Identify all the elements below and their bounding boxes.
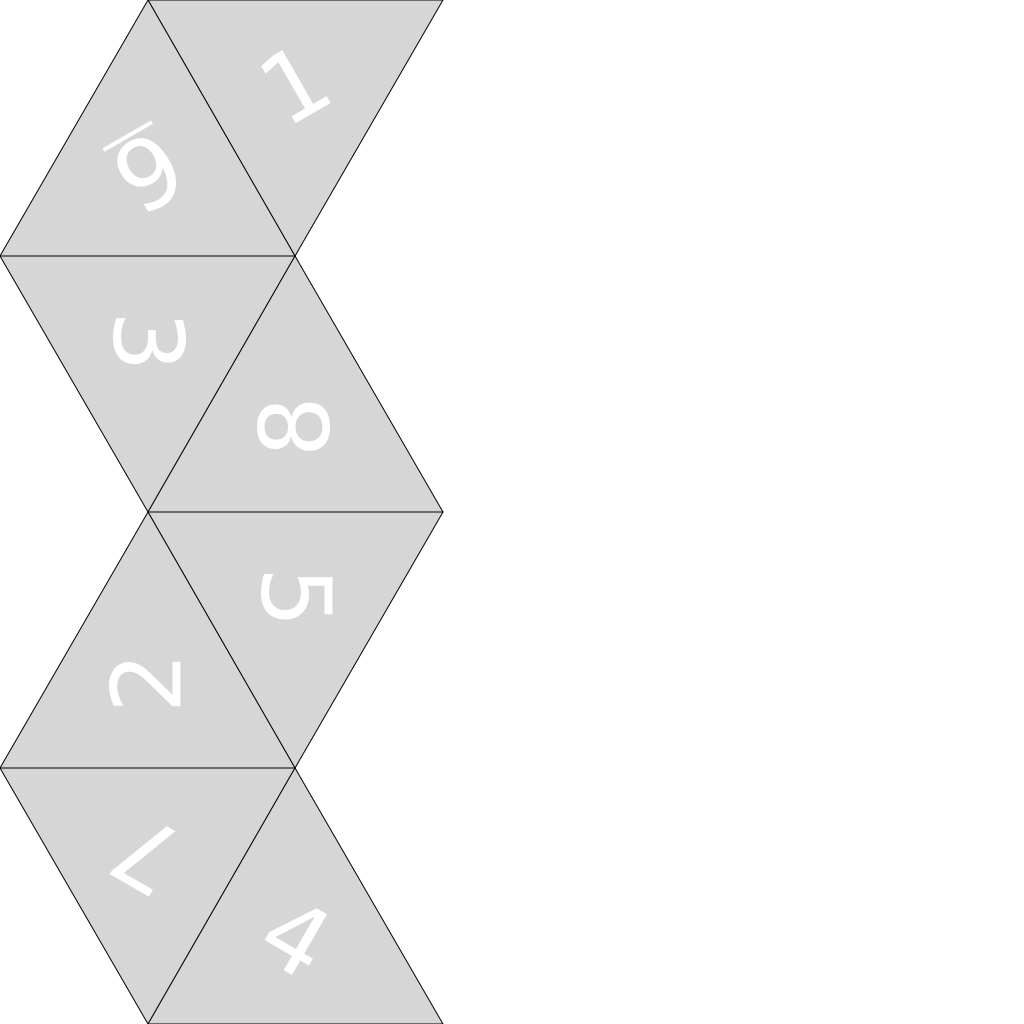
face-6-underline-mark [102, 120, 153, 152]
face-3-label-group: 3 [92, 311, 204, 372]
face-8-label: 8 [239, 396, 351, 457]
face-2-label: 2 [92, 652, 204, 713]
net-faces [0, 0, 444, 1024]
face-3-label: 3 [92, 311, 204, 372]
face-5-label-group: 5 [239, 567, 351, 628]
face-5-label: 5 [239, 567, 351, 628]
face-8-label-group: 8 [239, 396, 351, 457]
face-4-triangle [147, 766, 444, 1024]
face-2-label-group: 2 [92, 652, 204, 713]
